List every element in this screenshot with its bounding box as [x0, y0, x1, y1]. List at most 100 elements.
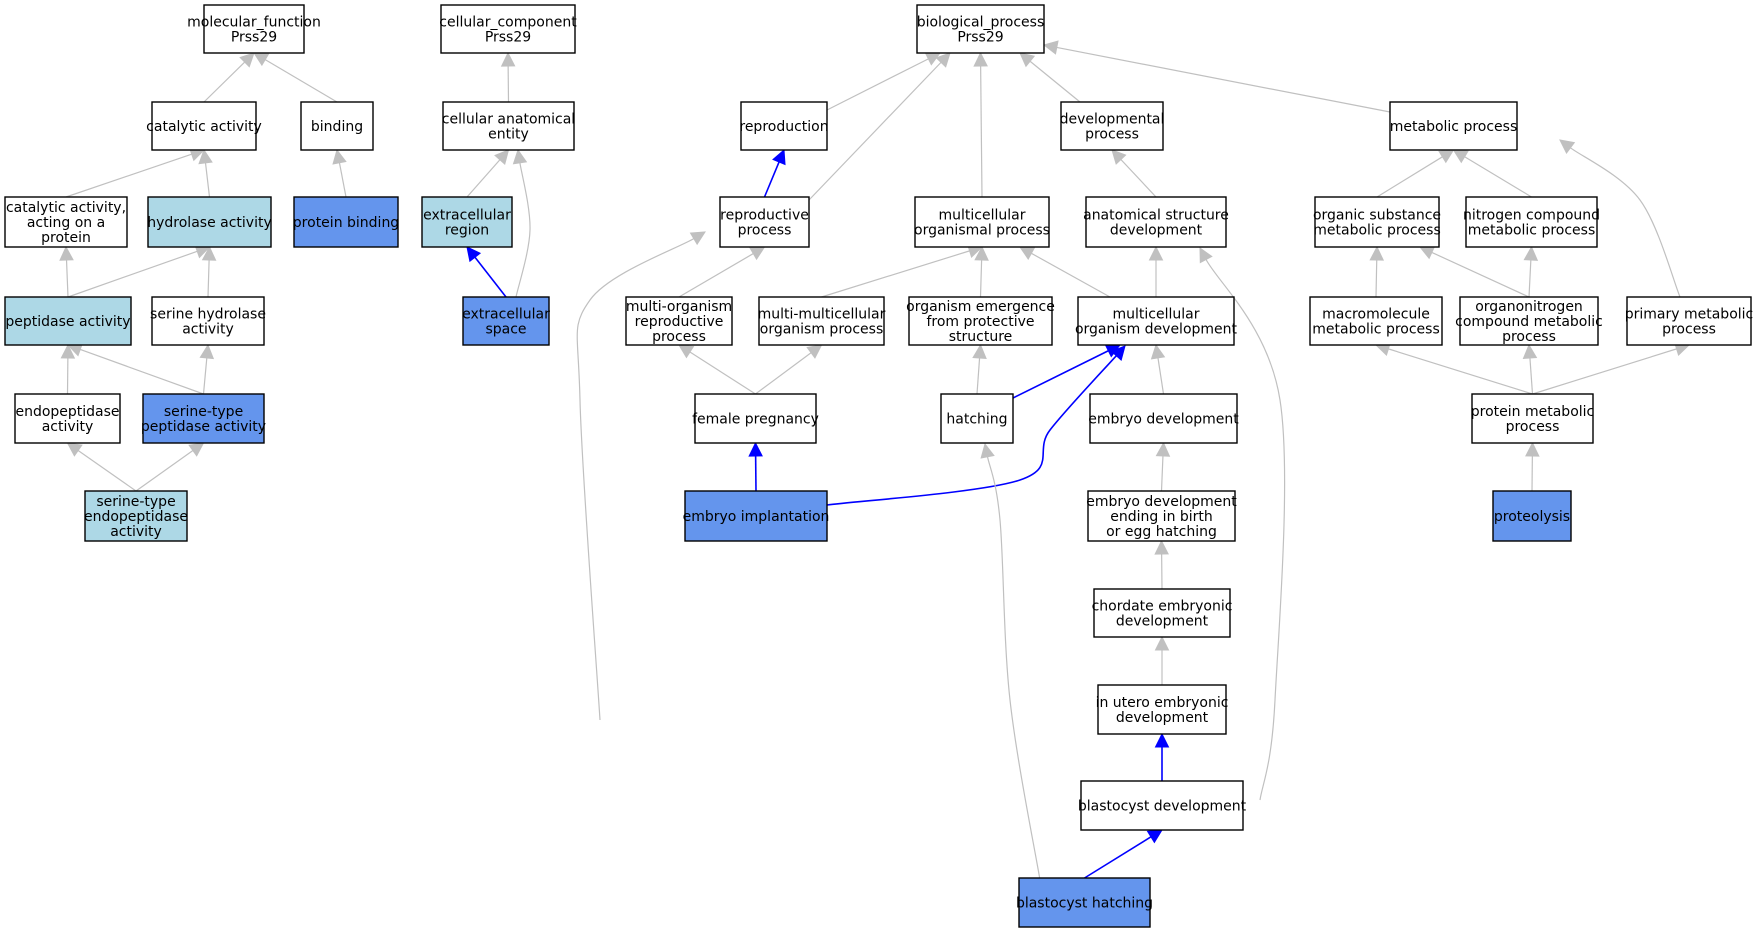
node-label: female pregnancy	[692, 412, 819, 428]
node-box	[1018, 877, 1151, 928]
arrowhead	[772, 148, 786, 166]
node-label: activity	[182, 322, 234, 338]
node-label: embryo development	[1088, 412, 1239, 428]
node-repro: reproduction	[739, 101, 829, 151]
node-label: process	[652, 329, 706, 345]
arrowhead	[1019, 246, 1036, 260]
edge-mod-to-mop	[1019, 246, 1111, 298]
edge-line	[474, 256, 507, 298]
edge-line	[67, 250, 198, 298]
edge-prmp-to-ocmp	[1522, 343, 1538, 395]
edge-osmp-to-met	[1376, 149, 1455, 198]
node-box	[914, 196, 1050, 248]
edge-line	[1431, 251, 1530, 298]
edge-hat-to-oe	[972, 343, 987, 395]
node-label: metabolic process	[1313, 223, 1441, 239]
node-box	[1465, 196, 1598, 248]
arrowhead	[512, 148, 528, 165]
edge-line	[826, 58, 929, 111]
node-label: nitrogen compound	[1463, 208, 1600, 224]
node-label: extracellular	[423, 208, 511, 224]
edge-line	[80, 348, 204, 395]
node-box	[940, 393, 1014, 444]
edge-line	[763, 161, 780, 198]
edge-line	[755, 352, 812, 395]
edge-prmp-to-mmp	[1374, 342, 1533, 395]
node-label: in utero embryonic	[1096, 695, 1229, 711]
node-label: process	[1502, 329, 1556, 345]
node-box	[1087, 490, 1236, 542]
edge-line	[264, 59, 338, 103]
edge-cae-to-cc	[500, 51, 516, 103]
node-box	[1459, 296, 1599, 346]
arrowhead	[749, 246, 766, 261]
edge-line	[1464, 156, 1532, 198]
node-label: serine-type	[164, 404, 243, 420]
node-box	[740, 101, 828, 151]
edge-reprop-to-repro	[763, 148, 786, 198]
node-label: activity	[42, 419, 94, 435]
node-label: protein binding	[293, 215, 399, 231]
node-label: Prss29	[231, 30, 277, 46]
arrowhead	[689, 231, 706, 246]
edge-line	[1376, 156, 1443, 198]
edge-line	[678, 253, 754, 298]
edge-line	[1528, 259, 1532, 298]
node-box	[625, 296, 733, 346]
node-box	[4, 296, 132, 346]
node-box	[1093, 588, 1231, 638]
arrowhead	[1111, 149, 1127, 165]
node-label: catalytic activity,	[6, 200, 126, 216]
edge-prmp-to-pmp	[1532, 342, 1691, 395]
node-label: reproduction	[739, 119, 828, 135]
edge-line	[1120, 159, 1157, 198]
edge-endo-to-pept	[60, 343, 76, 395]
edge-line	[77, 449, 137, 492]
edge-exs-to-exr	[466, 246, 507, 298]
node-label: endopeptidase	[15, 404, 119, 420]
node-pbind: protein binding	[293, 196, 399, 248]
arrowhead	[199, 343, 215, 360]
edge-ei-to-fp	[748, 441, 763, 492]
node-box	[1089, 393, 1238, 444]
edge-line	[826, 355, 1117, 506]
node-label: hydrolase activity	[147, 215, 272, 231]
arrowhead	[678, 344, 695, 359]
arrowhead	[494, 149, 510, 165]
edge-line	[207, 259, 210, 298]
node-box	[84, 490, 188, 542]
node-label: multicellular	[939, 208, 1026, 224]
arrowhead	[980, 442, 995, 459]
node-fp: female pregnancy	[692, 393, 819, 444]
edge-line	[1157, 357, 1165, 395]
node-label: cellular_component	[439, 15, 577, 31]
node-box	[151, 101, 257, 151]
edge-pbind-to-bind	[332, 148, 347, 198]
edge-sere-to-endo	[66, 442, 137, 492]
arrowhead	[1154, 539, 1169, 555]
node-label: compound metabolic	[1455, 314, 1603, 330]
node-box	[1314, 196, 1440, 248]
node-label: structure	[949, 329, 1013, 345]
arrowhead	[1522, 343, 1538, 359]
arrowhead	[466, 246, 482, 263]
arrowhead	[253, 52, 270, 67]
node-box	[1085, 196, 1227, 248]
node-label: protein	[41, 230, 91, 246]
edge-line	[1375, 259, 1378, 298]
node-label: hatching	[946, 412, 1007, 428]
node-label: serine hydrolase	[150, 307, 266, 323]
arrowhead	[806, 344, 823, 359]
edge-bd-to-iued	[1154, 732, 1170, 781]
edge-line	[1532, 348, 1677, 395]
arrowhead	[1042, 40, 1059, 55]
edge-catp-to-cat	[65, 147, 206, 198]
